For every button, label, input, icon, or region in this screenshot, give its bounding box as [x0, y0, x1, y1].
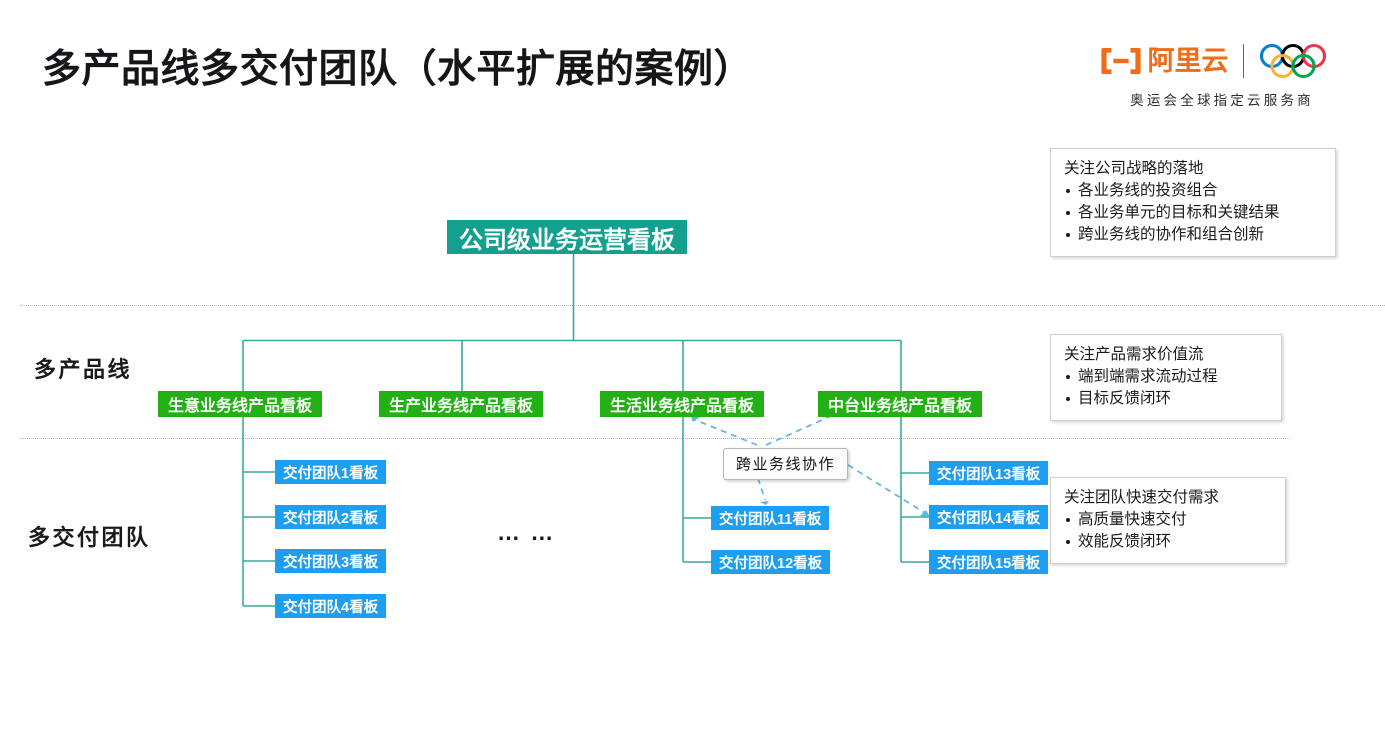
- band-separator-top: [20, 305, 1385, 306]
- list-item: 目标反馈闭环: [1064, 388, 1269, 410]
- note-team-list: 高质量快速交付 效能反馈闭环: [1064, 509, 1273, 553]
- node-delivery-team-3[interactable]: 交付团队3看板: [275, 549, 387, 573]
- node-product-line-production[interactable]: 生产业务线产品看板: [379, 391, 544, 417]
- node-product-line-business[interactable]: 生意业务线产品看板: [158, 391, 323, 417]
- note-team-title: 关注团队快速交付需求: [1064, 489, 1220, 506]
- alibaba-cloud-mark-icon: [1100, 48, 1141, 74]
- node-company-board[interactable]: 公司级业务运营看板: [447, 220, 687, 254]
- band-separator-bottom: [20, 438, 1290, 439]
- cross-line-collaboration-note: 跨业务线协作: [723, 448, 849, 480]
- olympic-rings-icon: [1259, 43, 1326, 79]
- list-item: 各业务单元的目标和关键结果: [1064, 202, 1323, 224]
- note-product-title: 关注产品需求价值流: [1064, 346, 1204, 363]
- list-item: 端到端需求流动过程: [1064, 366, 1269, 388]
- node-delivery-team-13[interactable]: 交付团队13看板: [929, 461, 1049, 485]
- row-label-product-lines: 多产品线: [34, 357, 133, 382]
- list-item: 效能反馈闭环: [1064, 531, 1273, 553]
- teams-ellipsis: … …: [497, 519, 556, 545]
- node-delivery-team-2[interactable]: 交付团队2看板: [275, 505, 387, 529]
- node-delivery-team-1[interactable]: 交付团队1看板: [275, 460, 387, 484]
- brand-tagline: 奥运会全球指定云服务商: [1130, 93, 1314, 108]
- node-delivery-team-14[interactable]: 交付团队14看板: [929, 505, 1049, 529]
- node-delivery-team-12[interactable]: 交付团队12看板: [711, 550, 831, 574]
- list-item: 各业务线的投资组合: [1064, 180, 1323, 202]
- node-product-line-life[interactable]: 生活业务线产品看板: [600, 391, 765, 417]
- node-delivery-team-15[interactable]: 交付团队15看板: [929, 550, 1049, 574]
- row-label-delivery-teams: 多交付团队: [28, 525, 151, 550]
- note-company-title: 关注公司战略的落地: [1064, 160, 1204, 177]
- brand-name: 阿里云: [1147, 45, 1229, 76]
- note-product-value-stream: 关注产品需求价值流 端到端需求流动过程 目标反馈闭环: [1050, 334, 1282, 421]
- note-company-list: 各业务线的投资组合 各业务单元的目标和关键结果 跨业务线的协作和组合创新: [1064, 180, 1323, 246]
- node-delivery-team-11[interactable]: 交付团队11看板: [711, 506, 830, 530]
- node-product-line-midend[interactable]: 中台业务线产品看板: [818, 391, 983, 417]
- list-item: 跨业务线的协作和组合创新: [1064, 224, 1323, 246]
- brand-lockup: 阿里云 奥运会全球指定云服务商: [1093, 40, 1351, 109]
- node-delivery-team-4[interactable]: 交付团队4看板: [275, 594, 387, 618]
- list-item: 高质量快速交付: [1064, 509, 1273, 531]
- note-company-strategy: 关注公司战略的落地 各业务线的投资组合 各业务单元的目标和关键结果 跨业务线的协…: [1050, 148, 1336, 257]
- brand-divider: [1242, 44, 1244, 78]
- page-title: 多产品线多交付团队（水平扩展的案例）: [42, 48, 754, 91]
- note-product-list: 端到端需求流动过程 目标反馈闭环: [1064, 366, 1269, 410]
- note-team-delivery: 关注团队快速交付需求 高质量快速交付 效能反馈闭环: [1050, 477, 1286, 564]
- alibaba-cloud-logo: 阿里云: [1100, 45, 1229, 76]
- brand-row: 阿里云: [1093, 40, 1351, 82]
